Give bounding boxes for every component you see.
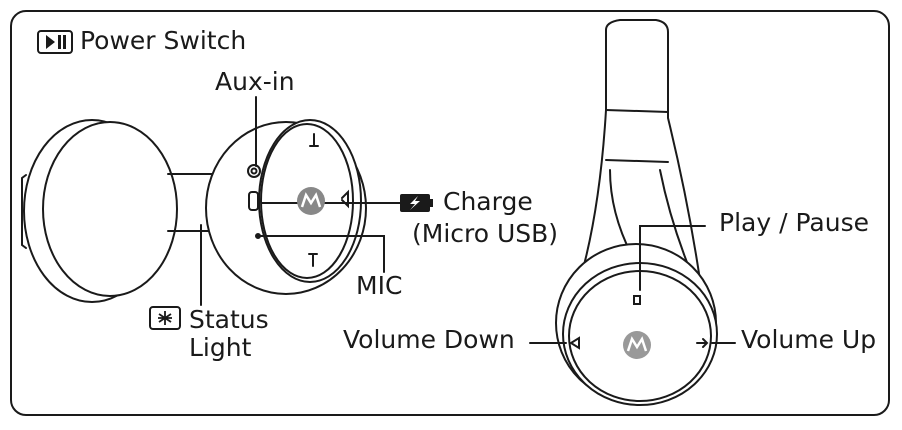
far-ear-cup	[42, 121, 178, 297]
play-pause-icon	[37, 30, 73, 54]
headband-outer	[605, 19, 701, 281]
mic-label: MIC	[356, 271, 403, 300]
aux-jack	[247, 164, 261, 178]
far-cup-edge	[21, 174, 27, 249]
volume-down-label: Volume Down	[343, 325, 515, 354]
status-label: Status	[189, 305, 269, 334]
asterisk-icon	[149, 306, 181, 330]
plate-mark-bottom	[308, 253, 318, 267]
leader-mic	[256, 235, 385, 273]
band-fork-right	[659, 169, 691, 271]
motorola-logo-icon-right	[623, 331, 651, 359]
usb-port	[248, 191, 259, 211]
power-switch-label: Power Switch	[80, 26, 247, 55]
play-pause-mark	[633, 295, 641, 305]
motorola-logo-icon-left	[297, 187, 325, 215]
aux-in-label: Aux-in	[215, 67, 295, 96]
micro-usb-label: (Micro USB)	[412, 219, 559, 248]
plate-mark-top	[309, 133, 319, 147]
leader-play	[639, 225, 706, 291]
play-pause-label: Play / Pause	[719, 208, 869, 237]
headband-inner	[579, 29, 607, 281]
battery-bolt-icon	[400, 194, 433, 212]
vol-up-mark	[696, 338, 709, 348]
volume-up-label: Volume Up	[741, 325, 877, 354]
charge-label: Charge	[443, 187, 533, 216]
light-label: Light	[189, 333, 252, 362]
vol-down-mark	[569, 336, 580, 350]
